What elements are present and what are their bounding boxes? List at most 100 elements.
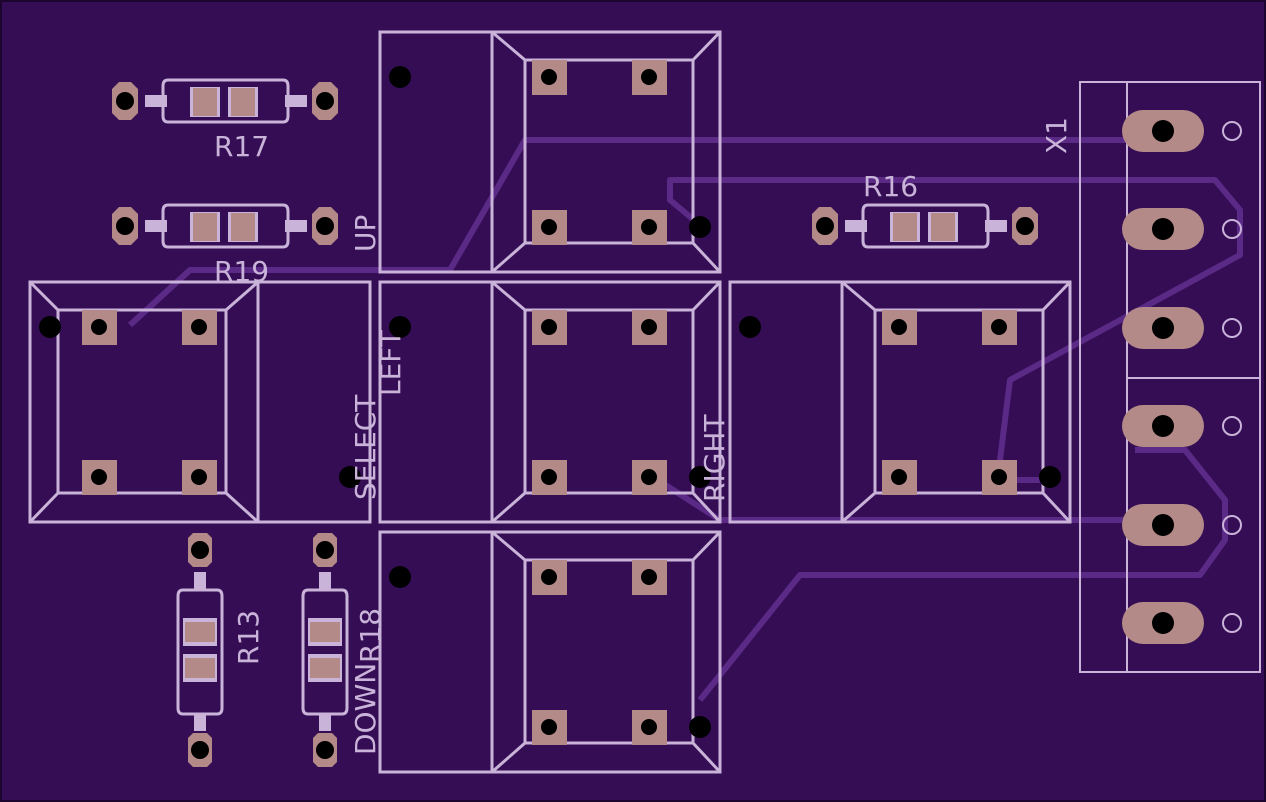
x1-pin-marker-6 [1222,613,1242,633]
switch-select-outline [28,280,372,524]
r18-hole-bottom [316,741,334,759]
r17-hole-left [116,92,134,110]
r16-body-outline [861,203,990,249]
r18-body-outline [301,588,349,716]
r13-body-outline [176,588,224,716]
r17-hole-right [316,92,334,110]
r17-smd-pad-2 [231,88,255,116]
r18-lead-top [319,572,331,590]
r17-body-outline [161,78,290,124]
r19-lead-right [285,220,307,232]
switch-up-bevel-bl [491,241,526,274]
switch-right: RIGHT [698,280,1072,524]
switch-right-hole-2 [991,319,1007,335]
r13-hole-top [191,541,209,559]
r13-label: R13 [232,610,265,665]
switch-down-hole-4 [641,719,657,735]
switch-right-inner [873,308,1045,495]
switch-right-mount-hole-1 [739,316,761,338]
r17-smd-pad-1 [193,88,217,116]
switch-up: UP [349,30,722,274]
switch-left-hole-3 [541,469,557,485]
r13-lead-bottom [194,713,206,731]
switch-left-label: LEFT [374,329,407,396]
r18-label: R18 [354,608,387,663]
r19-body-outline [161,203,290,249]
x1-hole-4 [1152,415,1174,437]
switch-down: DOWN [349,530,722,774]
switch-left-mount-hole-2 [689,466,711,488]
resistor-r16: R16 [812,170,1038,249]
switch-select-hole-3 [91,469,107,485]
x1-pin-marker-2 [1222,219,1242,239]
switch-left-hole-2 [641,319,657,335]
r18-hole-top [316,541,334,559]
x1-pin-marker-5 [1222,515,1242,535]
switch-left-hole-1 [541,319,557,335]
switch-right-outline [728,280,1072,524]
switch-right-hole-3 [891,469,907,485]
switch-down-bevel-br [691,741,722,774]
switch-right-hole-1 [891,319,907,335]
switch-right-bevel-tr [1041,280,1072,312]
r16-lead-right [985,220,1007,232]
x1-hole-1 [1152,120,1174,142]
switch-down-inner [523,558,695,745]
r13-hole-bottom [191,741,209,759]
switch-select: SELECT [28,280,382,524]
r17-lead-right [285,95,307,107]
r18-smd-pad-2 [310,658,340,678]
r13-lead-top [194,572,206,590]
switch-up-bevel-tr [691,30,722,62]
r16-hole-left [816,217,834,235]
r18-lead-bottom [319,713,331,731]
x1-pin-marker-3 [1222,318,1242,338]
switch-select-inner [56,308,228,495]
x1-hole-6 [1152,612,1174,634]
switch-left-inner [523,308,695,495]
switch-up-inner [523,58,695,245]
connector-x1: X1 [1040,81,1261,673]
switch-down-hole-2 [641,569,657,585]
switch-left-bevel-tl [491,280,526,312]
x1-hole-5 [1152,514,1174,536]
switch-left-bevel-tr [691,280,722,312]
switch-left: LEFT [374,280,722,524]
switch-up-bevel-br [691,241,722,274]
r16-label: R16 [863,170,918,203]
r19-hole-left [116,217,134,235]
x1-pin-marker-4 [1222,416,1242,436]
switch-up-hole-1 [541,69,557,85]
x1-label: X1 [1040,117,1073,154]
r17-label: R17 [214,130,269,163]
switch-down-bevel-tr [691,530,722,562]
switch-up-hole-4 [641,219,657,235]
switch-up-label: UP [349,215,382,252]
switch-select-mount-hole-1 [39,316,61,338]
r13-smd-pad-1 [185,622,215,642]
switch-select-bevel-br [224,491,260,524]
switch-up-outline [378,30,722,274]
r19-smd-pad-1 [193,213,217,241]
switch-up-mount-hole-2 [689,216,711,238]
r16-hole-right [1016,217,1034,235]
switch-down-hole-1 [541,569,557,585]
r19-smd-pad-2 [231,213,255,241]
r16-smd-pad-1 [893,213,917,241]
switch-up-hole-2 [641,69,657,85]
r18-smd-pad-1 [310,622,340,642]
switch-up-mount-hole-1 [389,66,411,88]
switch-select-bevel-tl [28,280,60,312]
switch-right-bevel-tl [841,280,876,312]
r16-smd-pad-2 [931,213,955,241]
x1-pin-marker-1 [1222,121,1242,141]
x1-hole-3 [1152,317,1174,339]
resistor-r17: R17 [112,78,338,163]
switch-down-bevel-tl [491,530,526,562]
switch-select-hole-4 [191,469,207,485]
r13-smd-pad-2 [185,658,215,678]
switch-up-hole-3 [541,219,557,235]
switch-select-mount-hole-2 [339,466,361,488]
switch-right-bevel-bl [841,491,876,524]
